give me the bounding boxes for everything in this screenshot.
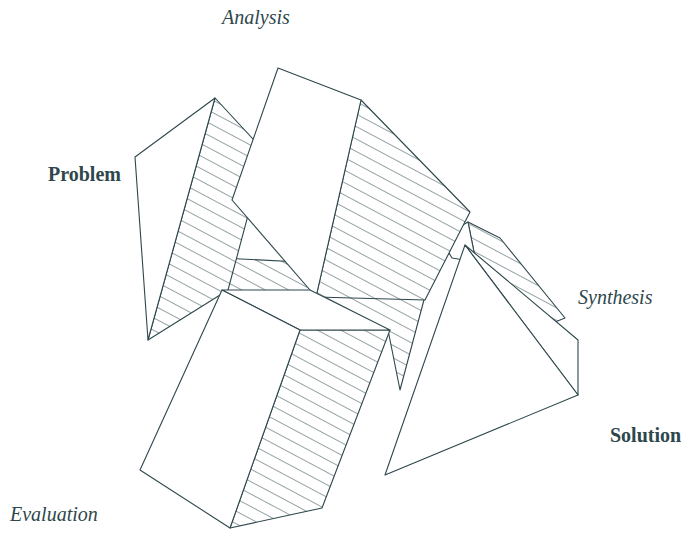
pyramid-front [385,245,578,475]
stage-label: Problem [48,163,121,186]
top-block-front [232,68,361,297]
stage-label: Synthesis [578,286,652,309]
bottom-block-front [140,290,300,528]
stage-label: Analysis [222,6,290,29]
left-prism-front [135,98,215,340]
stage-label: Solution [610,424,681,447]
stage-label: Evaluation [10,503,98,526]
